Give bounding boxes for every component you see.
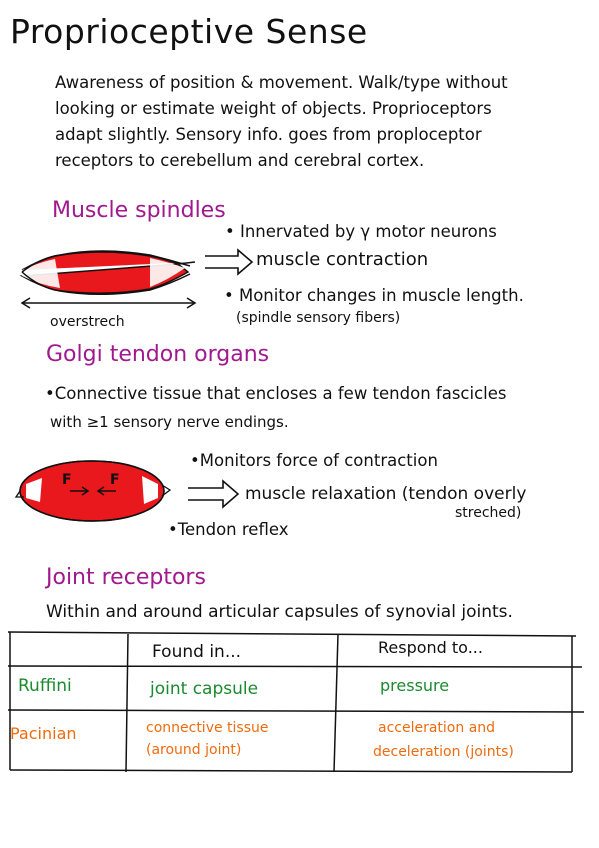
golgi-result-sub: streched) <box>455 505 522 521</box>
golgi-desc-line2: with ≥1 sensory nerve endings. <box>50 413 289 431</box>
table-cell-respond: pressure <box>380 676 450 695</box>
overstretch-label: overstrech <box>50 314 125 330</box>
table-row-name: Pacinian <box>10 724 77 743</box>
spindle-bullet-innervation: • Innervated by γ motor neurons <box>225 222 497 241</box>
page-title: Proprioceptive Sense <box>10 12 368 51</box>
table-cell-found-sub: (around joint) <box>146 742 242 758</box>
joint-heading: Joint receptors <box>46 565 206 590</box>
intro-line: looking or estimate weight of objects. P… <box>55 99 492 118</box>
table-cell-respond: acceleration and <box>378 720 496 736</box>
golgi-desc-line1: •Connective tissue that encloses a few t… <box>45 384 507 403</box>
spindle-bullet-monitor: • Monitor changes in muscle length. <box>224 286 524 305</box>
spindle-bullet-sub: (spindle sensory fibers) <box>236 310 401 326</box>
golgi-result-text: muscle relaxation (tendon overly <box>245 484 527 504</box>
golgi-tendon-drawing <box>14 460 172 522</box>
double-arrow-icon <box>20 297 197 309</box>
intro-line: adapt slightly. Sensory info. goes from … <box>55 125 482 144</box>
table-cell-respond-sub: deceleration (joints) <box>373 744 514 760</box>
spindle-result-text: muscle contraction <box>256 249 429 270</box>
intro-line: Awareness of position & movement. Walk/t… <box>55 73 508 92</box>
table-header-respond: Respond to... <box>378 638 483 657</box>
muscle-spindles-heading: Muscle spindles <box>52 198 226 223</box>
implies-arrow-icon <box>205 248 254 276</box>
golgi-heading: Golgi tendon organs <box>46 342 270 367</box>
table-header-found: Found in... <box>152 642 242 662</box>
table-cell-found: joint capsule <box>150 679 259 699</box>
receptor-table-grid <box>7 631 585 773</box>
intro-line: receptors to cerebellum and cerebral cor… <box>55 151 425 170</box>
table-cell-found: connective tissue <box>146 720 269 736</box>
table-row-name: Ruffini <box>18 676 72 696</box>
intro-paragraph: Awareness of position & movement. Walk/t… <box>55 70 595 174</box>
implies-arrow-icon <box>188 479 240 509</box>
golgi-bullet-force: •Monitors force of contraction <box>190 451 438 470</box>
muscle-spindle-drawing <box>19 250 196 295</box>
golgi-bullet-reflex: •Tendon reflex <box>168 520 289 539</box>
force-label: F <box>110 472 120 488</box>
force-label: F <box>62 472 72 488</box>
joint-desc: Within and around articular capsules of … <box>46 602 513 622</box>
